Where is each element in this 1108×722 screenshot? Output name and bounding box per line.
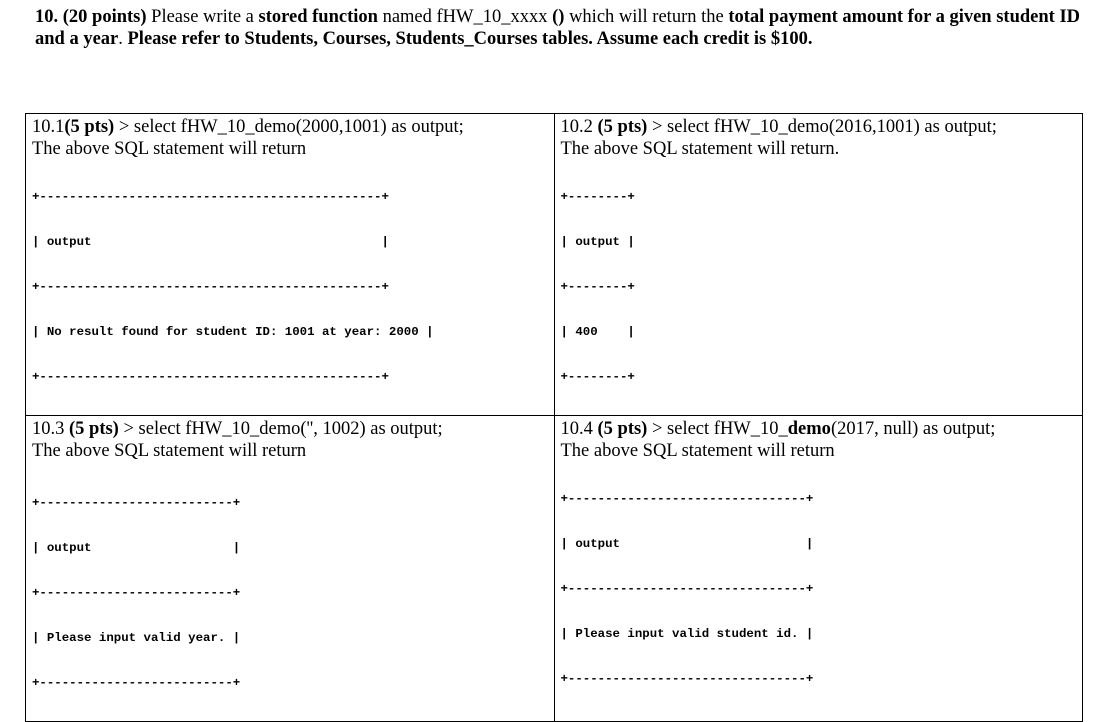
cell-10-4-sql-pre: > select fHW_10_ [647, 419, 788, 439]
cell-10-2-prompt: 10.2 (5 pts) > select fHW_10_demo(2016,1… [561, 116, 1077, 138]
output-line: | output | [32, 235, 389, 249]
output-line: | output | [32, 541, 241, 555]
cell-10-2-points: (5 pts) [597, 117, 648, 137]
cell-10-2-number: 10.2 [560, 117, 593, 137]
output-line: | output | [560, 537, 814, 551]
output-line: | Please input valid year. | [32, 631, 241, 645]
question-text-1: Please write a [146, 7, 259, 27]
output-line: | Please input valid student id. | [560, 627, 814, 641]
cell-10-3-note: The above SQL statement will return [32, 441, 307, 461]
output-line: | No result found for student ID: 1001 a… [32, 325, 434, 339]
cell-10-2: 10.2 (5 pts) > select fHW_10_demo(2016,1… [553, 113, 1083, 416]
question-text-2: stored function [258, 7, 378, 27]
cell-10-3-number: 10.3 [32, 419, 65, 439]
cell-10-3-sql: > select fHW_10_demo('', 1002) as output… [118, 419, 443, 439]
cell-10-3: 10.3 (5 pts) > select fHW_10_demo('', 10… [25, 415, 555, 722]
table-row: 10.3 (5 pts) > select fHW_10_demo('', 10… [25, 415, 1083, 722]
cell-10-2-note: The above SQL statement will return. [560, 139, 840, 159]
cell-10-1-sql: > select fHW_10_demo(2000,1001) as outpu… [114, 117, 464, 137]
cell-10-3-output: +--------------------------+ | output | … [32, 466, 548, 721]
examples-table: 10.1(5 pts) > select fHW_10_demo(2000,10… [25, 113, 1083, 722]
output-line: +---------------------------------------… [32, 280, 389, 294]
output-line: +--------+ [560, 190, 635, 204]
cell-10-4: 10.4 (5 pts) > select fHW_10_demo(2017, … [553, 415, 1083, 722]
cell-10-4-number: 10.4 [560, 419, 593, 439]
cell-10-4-note: The above SQL statement will return [560, 441, 835, 461]
cell-10-1-note: The above SQL statement will return [32, 139, 307, 159]
output-line: +--------+ [560, 370, 635, 384]
cell-10-4-output: +--------------------------------+ | out… [561, 462, 1077, 717]
cell-10-1-points: (5 pts) [64, 117, 115, 137]
output-line: | 400 | [560, 325, 635, 339]
output-line: +--------------------------------+ [560, 672, 814, 686]
question-points: (20 points) [62, 7, 147, 27]
question-text-4: () [552, 7, 565, 27]
cell-10-3-points: (5 pts) [69, 419, 119, 439]
output-line: +--------------------------+ [32, 676, 241, 690]
question-text-7: . [118, 29, 128, 49]
question-text-5: which will return the [564, 7, 729, 27]
cell-10-2-sql: > select fHW_10_demo(2016,1001) as outpu… [647, 117, 997, 137]
question-number: 10. [35, 7, 59, 27]
output-line: +--------------------------------+ [560, 582, 814, 596]
cell-10-1-number: 10.1 [32, 117, 65, 137]
question-text-8: Please refer to Students, Courses, Stude… [127, 29, 813, 49]
output-line: | output | [560, 235, 635, 249]
cell-10-1: 10.1(5 pts) > select fHW_10_demo(2000,10… [25, 113, 555, 416]
cell-10-4-sql-post: (2017, null) as output; [830, 419, 996, 439]
output-line: +---------------------------------------… [32, 370, 389, 384]
output-line: +--------------------------+ [32, 586, 241, 600]
cell-10-1-prompt: 10.1(5 pts) > select fHW_10_demo(2000,10… [32, 116, 548, 138]
cell-10-4-points: (5 pts) [597, 419, 648, 439]
question-text-6: total payment amount for a given student… [35, 7, 1081, 49]
cell-10-4-sql-bold: demo [787, 419, 831, 439]
table-row: 10.1(5 pts) > select fHW_10_demo(2000,10… [25, 113, 1083, 416]
question-text: 10. (20 points) Please write a stored fu… [35, 6, 1085, 50]
question-text-3: named fHW_10_xxxx [377, 7, 553, 27]
output-line: +--------------------------+ [32, 496, 241, 510]
output-line: +---------------------------------------… [32, 190, 389, 204]
cell-10-3-prompt: 10.3 (5 pts) > select fHW_10_demo('', 10… [32, 418, 548, 440]
cell-10-2-output: +--------+ | output | +--------+ | 400 |… [561, 160, 1077, 415]
output-line: +--------+ [560, 280, 635, 294]
output-line: +--------------------------------+ [560, 492, 814, 506]
cell-10-4-prompt: 10.4 (5 pts) > select fHW_10_demo(2017, … [561, 418, 1077, 440]
cell-10-1-output: +---------------------------------------… [32, 160, 548, 415]
